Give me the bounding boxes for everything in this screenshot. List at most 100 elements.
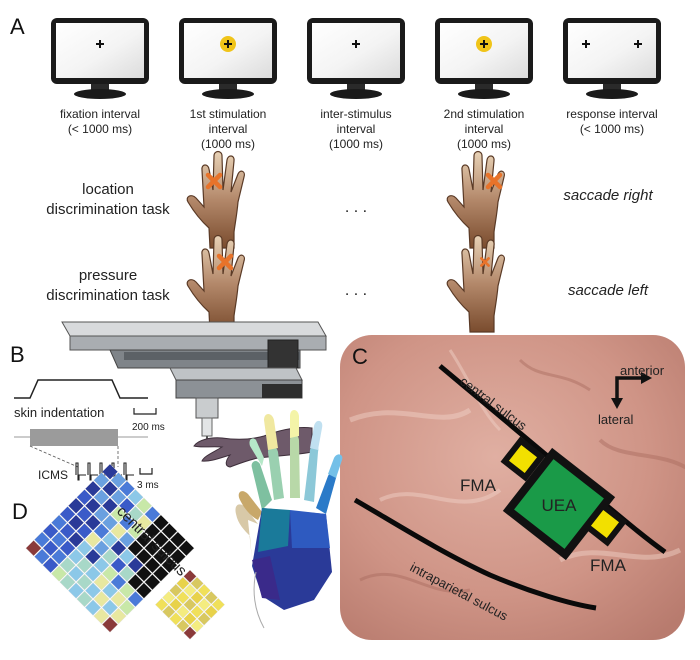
electrode-cell [211,598,225,612]
inter-stimulus-interval-label-2: interval [337,122,376,136]
electrode-cell [118,599,136,616]
monitor-icon [51,18,149,99]
electrode-cell [101,531,119,548]
fixation-cross-icon [582,40,590,48]
first-stimulation-interval-label-1: 1st stimulation [190,107,267,121]
electrode-cell [101,599,119,616]
electrode-cell [162,605,176,619]
fma-label-lower: FMA [590,556,627,575]
hand-icon [446,234,506,333]
panel-c-label: C [352,344,368,369]
orientation-arrows: anterior lateral [598,363,665,427]
electrode-cell [135,582,153,599]
electrode-cell [127,557,144,574]
electrode-cell [190,576,204,591]
electrode-cell [204,605,218,619]
electrode-cell [93,557,110,574]
task-row-location: location discrimination task . . . sacca… [46,150,653,249]
electrode-cell [127,540,144,557]
electrode-cell [93,607,110,625]
electrode-cell [183,626,197,640]
second-stimulation-interval-label-2: interval [465,122,504,136]
task-location-response: saccade right [563,187,653,204]
skin-indentation-trace: skin indentation 200 ms ICMS 3 ms [14,379,165,491]
electrode-cell [59,574,76,591]
electrode-cell [169,583,183,598]
second-stimulation-interval-monitor [435,18,533,99]
electrode-cell [59,506,76,523]
monitor-icon [563,18,661,99]
task-pressure-gap: . . . [345,282,367,299]
electrode-cell [183,583,197,598]
electrode-cell [59,540,76,557]
electrode-cell [197,612,211,626]
panel-b-label: B [10,342,25,367]
electrode-cell [161,540,178,557]
hand-icon [186,150,246,249]
inter-stimulus-interval-monitor [307,18,405,99]
electrode-cell [176,605,190,619]
electrode-cell [190,590,204,605]
fixation-interval-label-2: (< 1000 ms) [68,122,132,136]
electrode-cell [84,531,102,548]
electrode-cell [42,557,59,574]
electrode-cell [127,489,144,506]
electrode-cell [118,548,136,565]
monitor-icon [307,18,405,99]
electrode-cell [84,497,102,514]
panel-d-label: D [12,499,28,524]
icms-label: ICMS [38,468,68,482]
uea-array [502,447,616,561]
electrode-cell [93,590,110,608]
electrode-cell [76,574,93,591]
icms-pulse [123,462,134,481]
electrode-cell [127,523,144,540]
panel-a-label: A [10,14,25,39]
electrode-cell [152,548,169,565]
fma-electrode-map [155,569,225,640]
electrode-cell [144,523,161,540]
electrode-cell [93,523,110,540]
icms-pulse [75,462,86,481]
electrode-cell [93,540,110,557]
hand-icon [186,234,246,333]
monitor-icon [179,18,277,99]
hand-icon [446,150,506,249]
electrode-cell [93,574,110,591]
electrode-cell [51,548,68,565]
electrode-cell [101,463,119,480]
fma-array-lower [582,501,628,547]
first-stimulation-interval-monitor [179,18,277,99]
electrode-cell [101,582,119,599]
electrode-cell [25,540,42,557]
task-row-pressure: pressure discrimination task . . . sacca… [46,234,649,333]
task-location-gap: . . . [345,199,367,216]
electrode-cell [101,514,119,531]
response-interval-label-1: response interval [566,107,657,121]
electrode-cell [101,497,119,514]
electrode-cell [204,590,218,605]
electrode-cell [152,514,169,531]
electrode-cell [135,497,153,514]
electrode-cell [118,480,136,497]
electrode-cell [59,523,76,540]
electrode-cell [169,598,183,612]
electrode-cell [110,489,127,506]
electrode-cell [183,612,197,626]
response-interval-monitor [563,18,661,99]
fma-array-upper [500,436,546,482]
electrode-cell [93,506,110,523]
electrode-cell [76,557,93,574]
electrode-cell [84,599,102,616]
intraparietal-sulcus-line [353,497,597,611]
electrode-cell [34,531,51,548]
electrode-cell [110,557,127,574]
electrode-cell [67,514,85,531]
fixation-cross-icon [480,40,488,48]
electrode-cell [176,619,190,633]
electrode-cell [135,531,153,548]
electrode-cell [67,565,85,582]
icms-train-bar [30,429,118,446]
electrode-cell [101,548,119,565]
lateral-label: lateral [598,412,634,427]
